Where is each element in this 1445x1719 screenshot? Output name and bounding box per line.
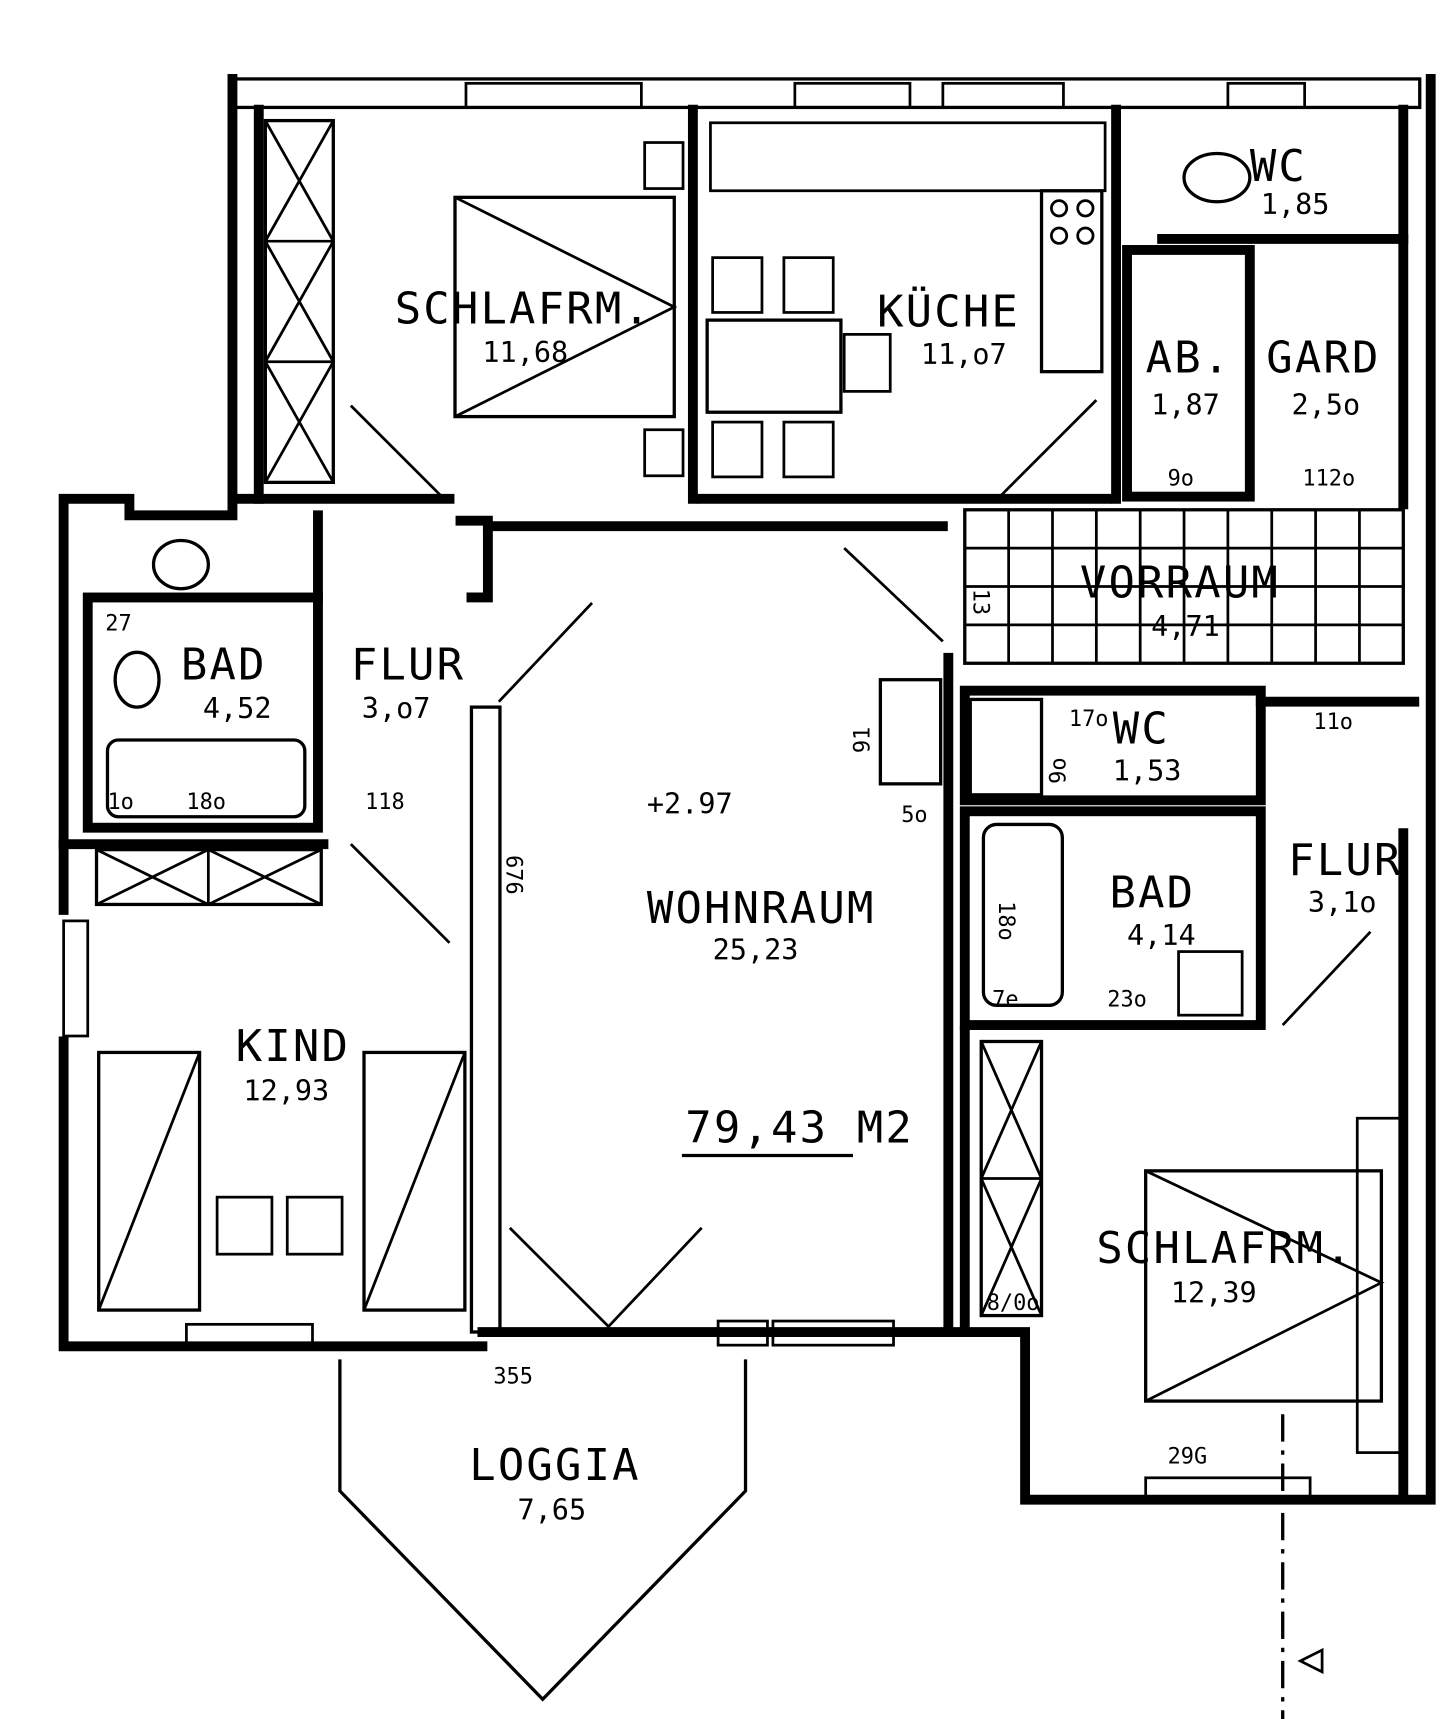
vorraum-tiles — [963, 508, 1405, 665]
room-area: 1,53 — [1113, 755, 1182, 788]
window-kind-side — [62, 919, 90, 1038]
dimension: 7e — [992, 987, 1018, 1012]
room-name: VORRAUM — [1080, 557, 1280, 608]
dimension: 676 — [501, 855, 526, 895]
room-name: WOHNRAUM — [647, 883, 876, 934]
room-name: AB. — [1146, 333, 1232, 384]
room-area: 4,14 — [1127, 919, 1196, 952]
bad1-walls — [82, 592, 323, 833]
room-name: FLUR — [351, 640, 465, 691]
window-kueche-1 — [793, 81, 912, 109]
toilet-icon — [113, 650, 161, 709]
dimension: 13 — [968, 589, 993, 615]
room-name: LOGGIA — [469, 1440, 641, 1491]
window-wc — [1226, 81, 1307, 109]
dimension: 11o — [1313, 710, 1353, 735]
dimension: 23o — [1107, 987, 1147, 1012]
room-area: 3,1o — [1308, 886, 1377, 919]
dimension: 355 — [493, 1365, 533, 1390]
room-name: KÜCHE — [877, 286, 1020, 338]
room-area: 11,68 — [482, 336, 568, 369]
dimension: 18o — [186, 790, 226, 815]
wall-flur-wohnraum — [469, 705, 502, 1334]
room-name: KIND — [236, 1021, 350, 1072]
bathtub-icon — [981, 822, 1064, 1007]
bed-icon — [1144, 1169, 1384, 1403]
dimension: 91 — [850, 727, 875, 753]
dimension: 9o — [1168, 467, 1194, 492]
section-arrow-icon: ▽ — [1288, 1648, 1339, 1677]
room-area: 7,65 — [517, 1493, 586, 1526]
room-area: 1,87 — [1151, 388, 1220, 421]
room-name: WC — [1113, 703, 1170, 754]
dimension: 5o — [901, 803, 927, 828]
dimension: 18o — [993, 901, 1018, 941]
room-name: SCHLAFRM. — [1096, 1223, 1353, 1274]
window-wohnraum — [771, 1319, 895, 1347]
room-name: GARD — [1266, 333, 1380, 384]
toilet-icon — [1182, 151, 1252, 204]
room-name: BAD — [181, 640, 267, 691]
room-area: 4,52 — [203, 692, 272, 725]
loggia-outline — [338, 1359, 748, 1702]
room-area: 3,o7 — [362, 692, 431, 725]
dimension: 1o — [107, 790, 133, 815]
dimension: 17o — [1069, 707, 1109, 732]
door-wohnraum — [716, 1319, 769, 1347]
room-area: 12,39 — [1171, 1276, 1257, 1309]
room-area: 1,85 — [1261, 188, 1330, 221]
room-labels: SCHLAFRM. 11,68 KÜCHE 11,o7 WC 1,85 AB. … — [181, 141, 1402, 1527]
bottom-right-wall — [477, 74, 1436, 1505]
dimension: 29G — [1168, 1445, 1208, 1470]
wardrobe-icon — [263, 118, 335, 485]
bed-icon — [97, 1050, 202, 1312]
room-area: 11,o7 — [921, 338, 1007, 371]
table-icon — [705, 318, 843, 414]
room-area: 2,5o — [1291, 388, 1360, 421]
dimension: 8/0o — [987, 1291, 1040, 1316]
room-name: FLUR — [1288, 835, 1402, 886]
left-lower-wall — [58, 1036, 488, 1352]
window-kueche-2 — [941, 81, 1065, 109]
window-kind — [185, 1322, 314, 1350]
dimension: 9o — [1047, 757, 1072, 783]
room-name: WC — [1250, 141, 1307, 192]
room-name: SCHLAFRM. — [395, 283, 652, 334]
dimension: 118 — [365, 790, 405, 815]
room-area: 25,23 — [713, 933, 799, 966]
toilet-icon — [151, 538, 210, 591]
window-schlafrm2 — [1144, 1476, 1312, 1504]
bathtub-icon — [105, 738, 307, 819]
dimension: 112o — [1302, 467, 1355, 492]
dimension-labels: 27 1o 18o 118 676 5o 91 355 29G 9o 112o … — [105, 467, 1355, 1470]
stove-icon — [1039, 189, 1104, 374]
furniture — [94, 118, 1405, 1454]
level-mark: +2.97 — [647, 787, 733, 820]
left-upper-wall — [58, 74, 238, 915]
room-name: BAD — [1109, 868, 1195, 919]
room-area: 12,93 — [243, 1075, 329, 1108]
window-schlafrm — [464, 81, 643, 109]
total-area: 79,43 M2 — [685, 1102, 914, 1153]
dimension: 27 — [105, 611, 131, 636]
room-area: 4,71 — [1151, 610, 1220, 643]
bed-icon — [362, 1050, 467, 1312]
